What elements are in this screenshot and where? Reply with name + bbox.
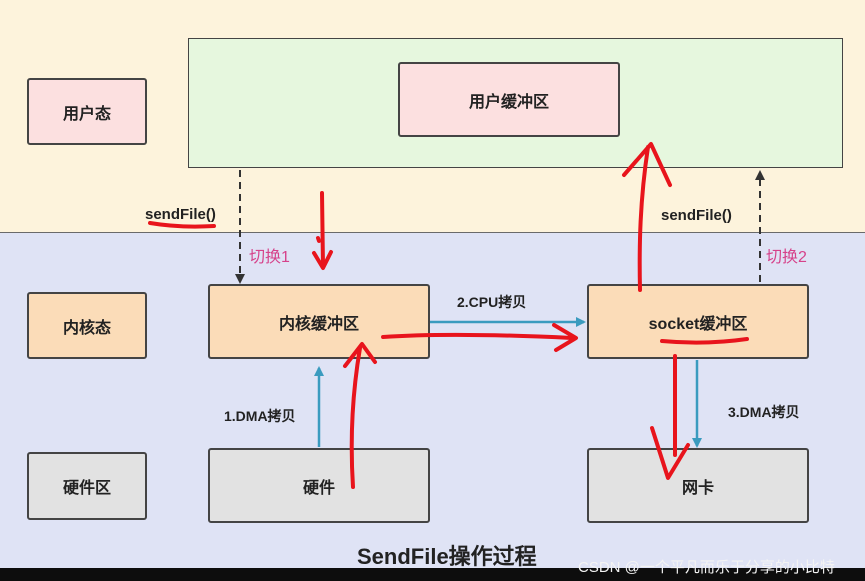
pen-arrow-down-to-kernel: [312, 191, 333, 270]
switch2-label: 切换2: [766, 249, 807, 266]
user-mode-label: 用户态: [27, 78, 147, 145]
kernel-mode-label: 内核态: [27, 292, 147, 359]
diagram-title: SendFile操作过程: [357, 544, 537, 569]
sendfile-left-label: sendFile(): [145, 206, 216, 223]
pen-arrow-up-from-hardware: [343, 342, 377, 489]
nic-box: 网卡: [587, 448, 809, 523]
hardware-box: 硬件: [208, 448, 430, 523]
pen-arrow-kernel-to-socket: [381, 323, 578, 352]
pen-dot: [316, 236, 321, 243]
dma-copy-1-label: 1.DMA拷贝: [224, 408, 296, 424]
hardware-zone-label: 硬件区: [27, 452, 147, 520]
pen-underline-socket: [660, 337, 749, 345]
switch1-label: 切换1: [249, 249, 290, 266]
user-buffer: 用户缓冲区: [398, 62, 620, 137]
socket-buffer: socket缓冲区: [587, 284, 809, 359]
bottom-strip: [0, 568, 865, 581]
csdn-watermark: CSDN @一个平凡而乐于分享的小比特: [578, 559, 835, 576]
pen-arrow-socket-to-nic: [650, 354, 690, 480]
dma-copy-3-label: 3.DMA拷贝: [728, 404, 800, 420]
cpu-copy-label: 2.CPU拷贝: [457, 294, 527, 310]
kernel-buffer: 内核缓冲区: [208, 284, 430, 359]
pen-arrow-socket-to-user: [622, 142, 672, 292]
pen-underline-sendfile: [148, 221, 216, 229]
sendfile-right-label: sendFile(): [661, 207, 732, 224]
